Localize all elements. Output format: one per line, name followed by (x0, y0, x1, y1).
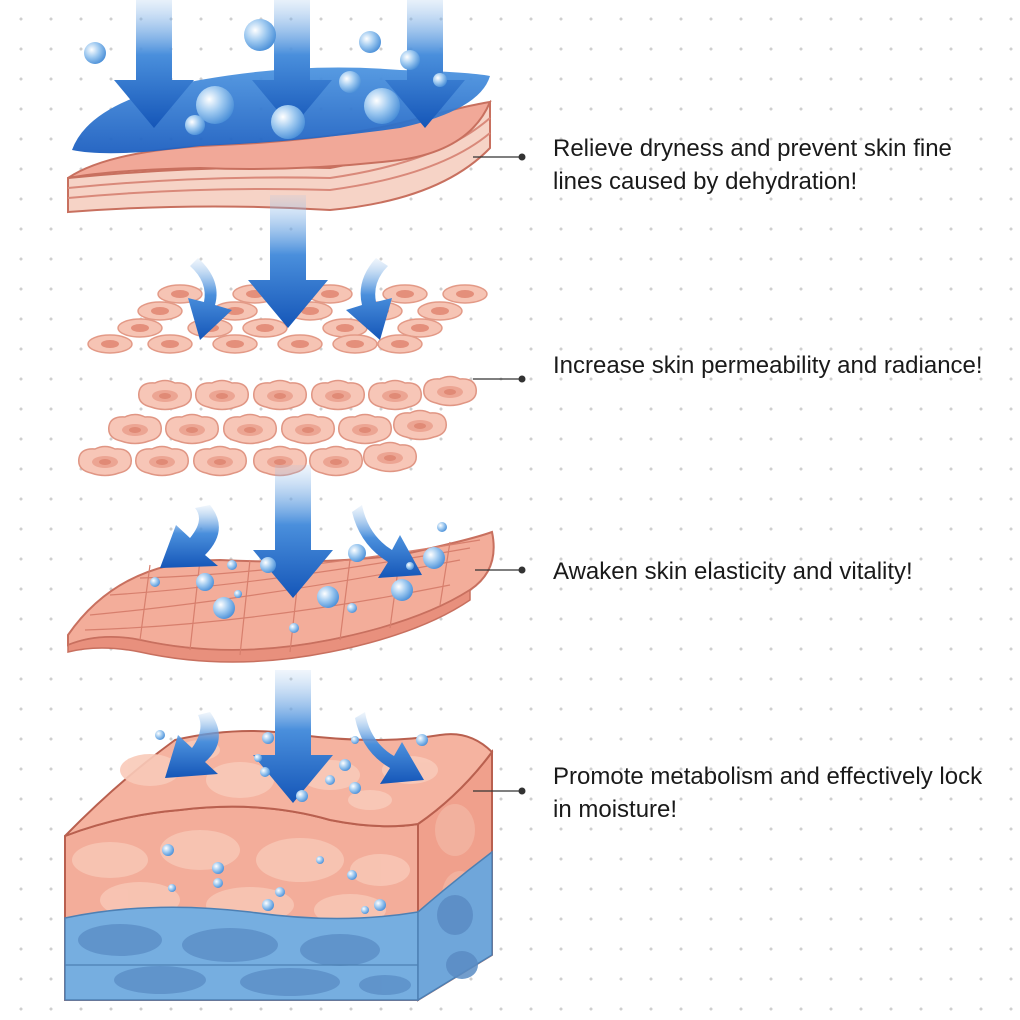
caption-awaken-elasticity: Awaken skin elasticity and vitality! (553, 558, 913, 585)
layer3-arrows (160, 465, 422, 598)
layer4-skin-block (64, 730, 494, 1002)
connector-line-1 (473, 153, 526, 161)
layer2-arrows (188, 195, 392, 340)
connector-line-2 (473, 375, 526, 383)
connector-line-4 (473, 787, 526, 795)
layer3-bubbles (150, 522, 447, 633)
layer1-bubbles (84, 19, 447, 139)
caption-increase-permeability: Increase skin permeability and radiance! (553, 352, 983, 379)
layer4-arrows (165, 670, 424, 803)
layer4-bubbles (155, 730, 428, 914)
caption-promote-metabolism: Promote metabolism and effectively lock … (553, 763, 983, 823)
connector-line-3 (475, 566, 526, 574)
caption-relieve-dryness: Relieve dryness and prevent skin fine li… (553, 135, 952, 195)
